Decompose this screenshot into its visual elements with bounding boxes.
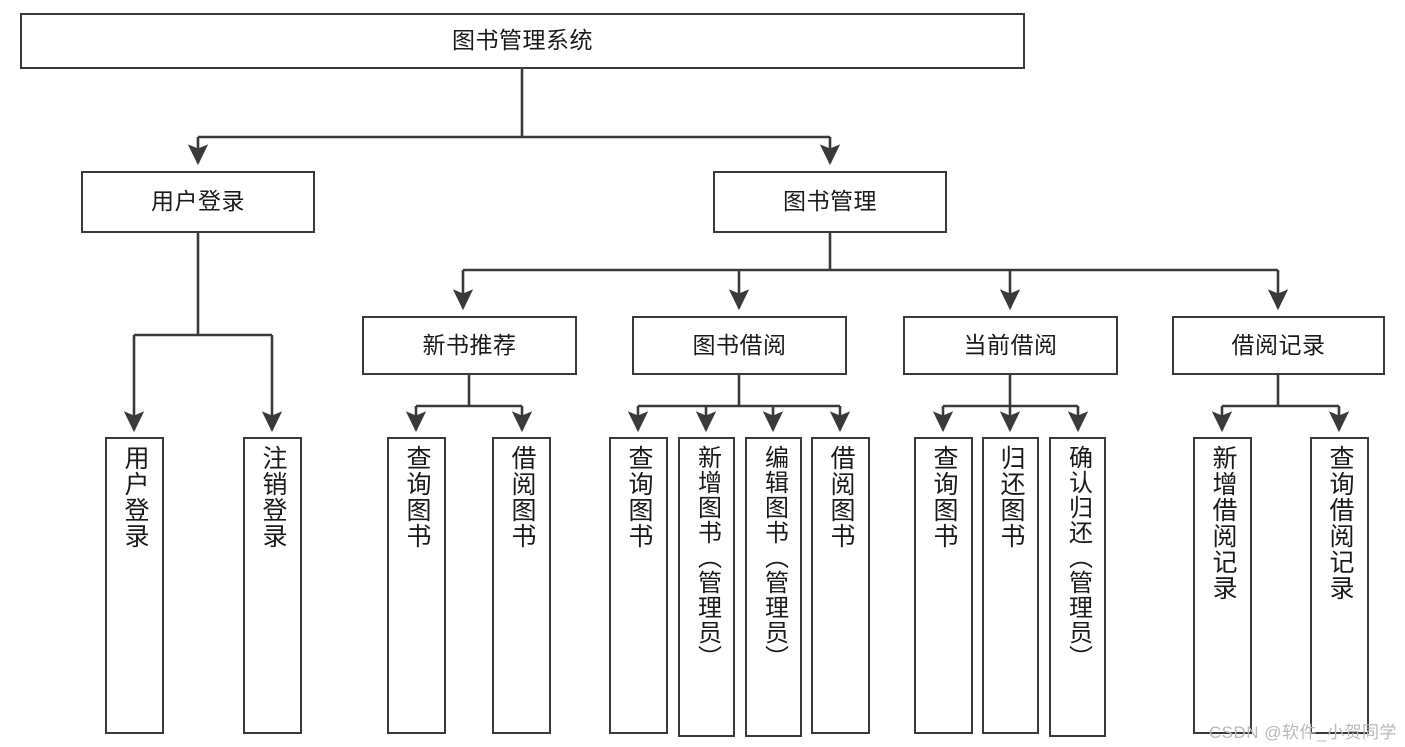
node-root-system-label: 图书管理系统 [452, 27, 593, 54]
node-leaf-borrow-book-1[interactable]: 借阅图书 [492, 437, 551, 734]
node-leaf-add-record[interactable]: 新增借阅记录 [1193, 437, 1252, 734]
node-new-book-recommend[interactable]: 新书推荐 [362, 316, 577, 375]
node-book-borrow-label: 图书借阅 [692, 331, 787, 358]
node-current-borrow[interactable]: 当前借阅 [903, 316, 1118, 375]
node-book-manage[interactable]: 图书管理 [713, 171, 947, 233]
node-current-borrow-label: 当前借阅 [963, 331, 1058, 358]
node-leaf-query-record-label: 查询借阅记录 [1326, 445, 1354, 601]
node-leaf-logout-login-label: 注销登录 [259, 445, 287, 549]
node-leaf-user-login-label: 用户登录 [121, 445, 149, 549]
node-book-borrow[interactable]: 图书借阅 [632, 316, 847, 375]
node-new-book-recommend-label: 新书推荐 [422, 331, 517, 358]
node-leaf-confirm-return-label: 确认归还（管理员） [1064, 445, 1092, 670]
node-leaf-confirm-return[interactable]: 确认归还（管理员） [1049, 437, 1106, 737]
node-leaf-query-book-3-label: 查询图书 [930, 445, 958, 549]
node-leaf-borrow-book-2[interactable]: 借阅图书 [811, 437, 870, 734]
node-borrow-record-label: 借阅记录 [1231, 331, 1326, 358]
node-leaf-query-book-2[interactable]: 查询图书 [609, 437, 668, 734]
node-leaf-query-book-3[interactable]: 查询图书 [914, 437, 973, 734]
node-leaf-return-book-label: 归还图书 [997, 445, 1025, 549]
node-leaf-add-book[interactable]: 新增图书（管理员） [678, 437, 735, 737]
node-root-system[interactable]: 图书管理系统 [20, 13, 1025, 69]
node-leaf-query-book-1-label: 查询图书 [403, 445, 431, 549]
node-leaf-query-record[interactable]: 查询借阅记录 [1310, 437, 1369, 734]
node-leaf-edit-book-label: 编辑图书（管理员） [760, 445, 788, 670]
node-leaf-add-record-label: 新增借阅记录 [1209, 445, 1237, 601]
node-borrow-record[interactable]: 借阅记录 [1172, 316, 1385, 375]
node-leaf-query-book-1[interactable]: 查询图书 [387, 437, 446, 734]
node-leaf-query-book-2-label: 查询图书 [625, 445, 653, 549]
node-leaf-user-login[interactable]: 用户登录 [105, 437, 164, 734]
csdn-watermark: CSDN @软件_小贺同学 [1208, 723, 1397, 742]
node-leaf-edit-book[interactable]: 编辑图书（管理员） [745, 437, 802, 737]
node-book-manage-label: 图书管理 [783, 188, 877, 215]
node-user-login-label: 用户登录 [151, 188, 245, 215]
node-leaf-borrow-book-2-label: 借阅图书 [827, 445, 855, 549]
node-leaf-borrow-book-1-label: 借阅图书 [508, 445, 536, 549]
node-leaf-add-book-label: 新增图书（管理员） [693, 445, 721, 670]
node-user-login[interactable]: 用户登录 [81, 171, 315, 233]
node-leaf-return-book[interactable]: 归还图书 [982, 437, 1039, 734]
node-leaf-logout-login[interactable]: 注销登录 [243, 437, 302, 734]
